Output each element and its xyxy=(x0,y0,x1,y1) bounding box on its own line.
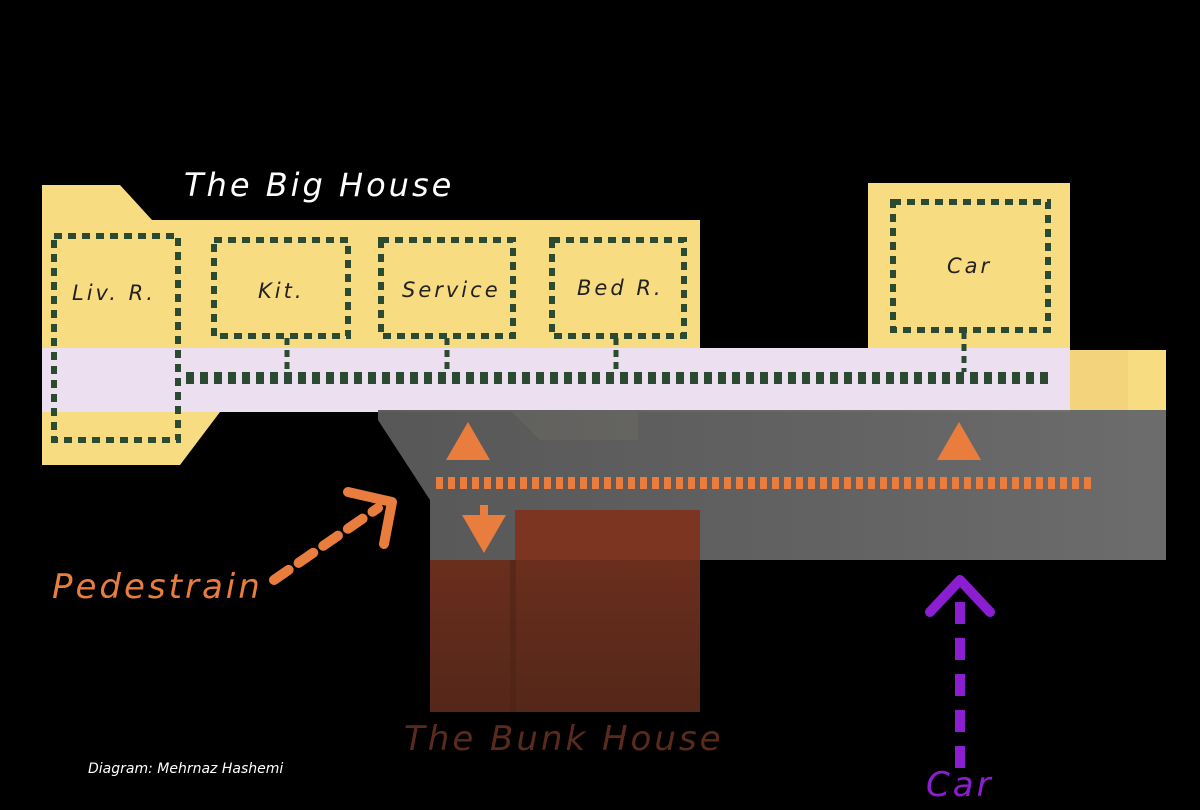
car-entry-label: Car xyxy=(926,765,994,805)
bunk-house-upper xyxy=(515,510,700,560)
diagram-credit: Diagram: Mehrnaz Hashemi xyxy=(88,761,283,777)
room-outline-bedroom xyxy=(549,237,687,339)
bunk-house-divider xyxy=(510,560,516,712)
room-label-kitchen: Kit. xyxy=(258,279,305,303)
pedestrian-label: Pedestrain xyxy=(52,567,263,607)
pedestrian-arrow-icon xyxy=(343,487,397,549)
pedestrian-arrow-line xyxy=(269,503,383,585)
east-wing-edge xyxy=(1068,350,1128,410)
garage-block xyxy=(868,183,1070,353)
room-label-service: Service xyxy=(402,278,501,302)
bunk-house-title: The Bunk House xyxy=(404,719,724,759)
car-arrow-icon xyxy=(925,575,995,617)
room-outline-living xyxy=(51,233,181,443)
up-arrow-icon xyxy=(937,422,981,460)
up-arrow-icon xyxy=(446,422,490,460)
room-label-living: Liv. R. xyxy=(72,281,156,305)
room-outline-garage xyxy=(890,199,1051,333)
room-outline-service xyxy=(378,237,516,339)
room-label-garage: Car xyxy=(947,254,992,278)
down-arrow-icon xyxy=(462,515,506,553)
big-house-title: The Big House xyxy=(184,166,454,204)
room-outline-kitchen xyxy=(211,237,351,339)
bunk-house-block xyxy=(430,560,700,712)
room-label-bedroom: Bed R. xyxy=(577,276,664,300)
